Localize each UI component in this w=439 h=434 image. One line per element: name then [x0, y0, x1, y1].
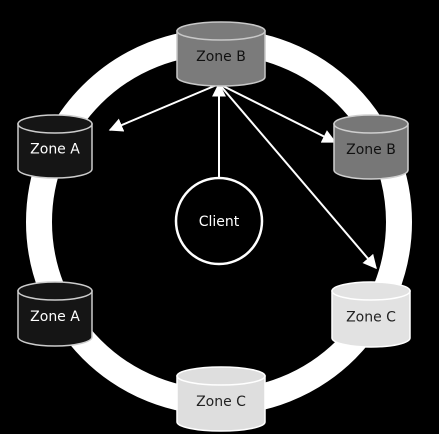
arrow-zone-b-top-to-zone-c-right [218, 83, 377, 270]
database-cylinder-top [331, 281, 411, 301]
zone-node-zone-c-bottom: Zone C [176, 366, 266, 432]
zone-label: Zone A [30, 309, 80, 325]
client-node: Client [174, 176, 264, 266]
database-cylinder-body [17, 123, 93, 179]
database-cylinder-top [333, 114, 409, 134]
zone-label: Zone B [196, 49, 246, 65]
zone-node-zone-c-right: Zone C [331, 281, 411, 348]
zone-node-zone-b-top: Zone B [176, 21, 266, 87]
zone-node-zone-b-right: Zone B [333, 114, 409, 180]
database-cylinder-top [17, 281, 93, 301]
database-cylinder-body [176, 375, 266, 432]
zone-node-zone-a-upper: Zone A [17, 114, 93, 179]
database-cylinder-top [176, 21, 266, 41]
zone-node-zone-a-lower: Zone A [17, 281, 93, 347]
zone-nodes-layer: Zone B Zone A Zone B Zone A Zone C Zone C [17, 21, 411, 432]
database-cylinder-top [17, 114, 93, 134]
zone-label: Zone B [346, 142, 396, 158]
arrow-zone-b-top-to-zone-a-upper [108, 83, 220, 132]
client-circle [174, 176, 264, 266]
database-cylinder-body [176, 30, 266, 87]
client-label: Client [199, 214, 240, 230]
database-cylinder-body [17, 290, 93, 347]
database-cylinder-top [176, 366, 266, 386]
database-cylinder-body [331, 290, 411, 348]
database-cylinder-body [333, 123, 409, 180]
arrows-layer [108, 82, 377, 270]
zone-label: Zone C [196, 394, 246, 410]
arrow-zone-b-top-to-zone-b-right [218, 83, 337, 143]
zone-label: Zone C [346, 310, 396, 326]
zone-label: Zone A [30, 142, 80, 158]
